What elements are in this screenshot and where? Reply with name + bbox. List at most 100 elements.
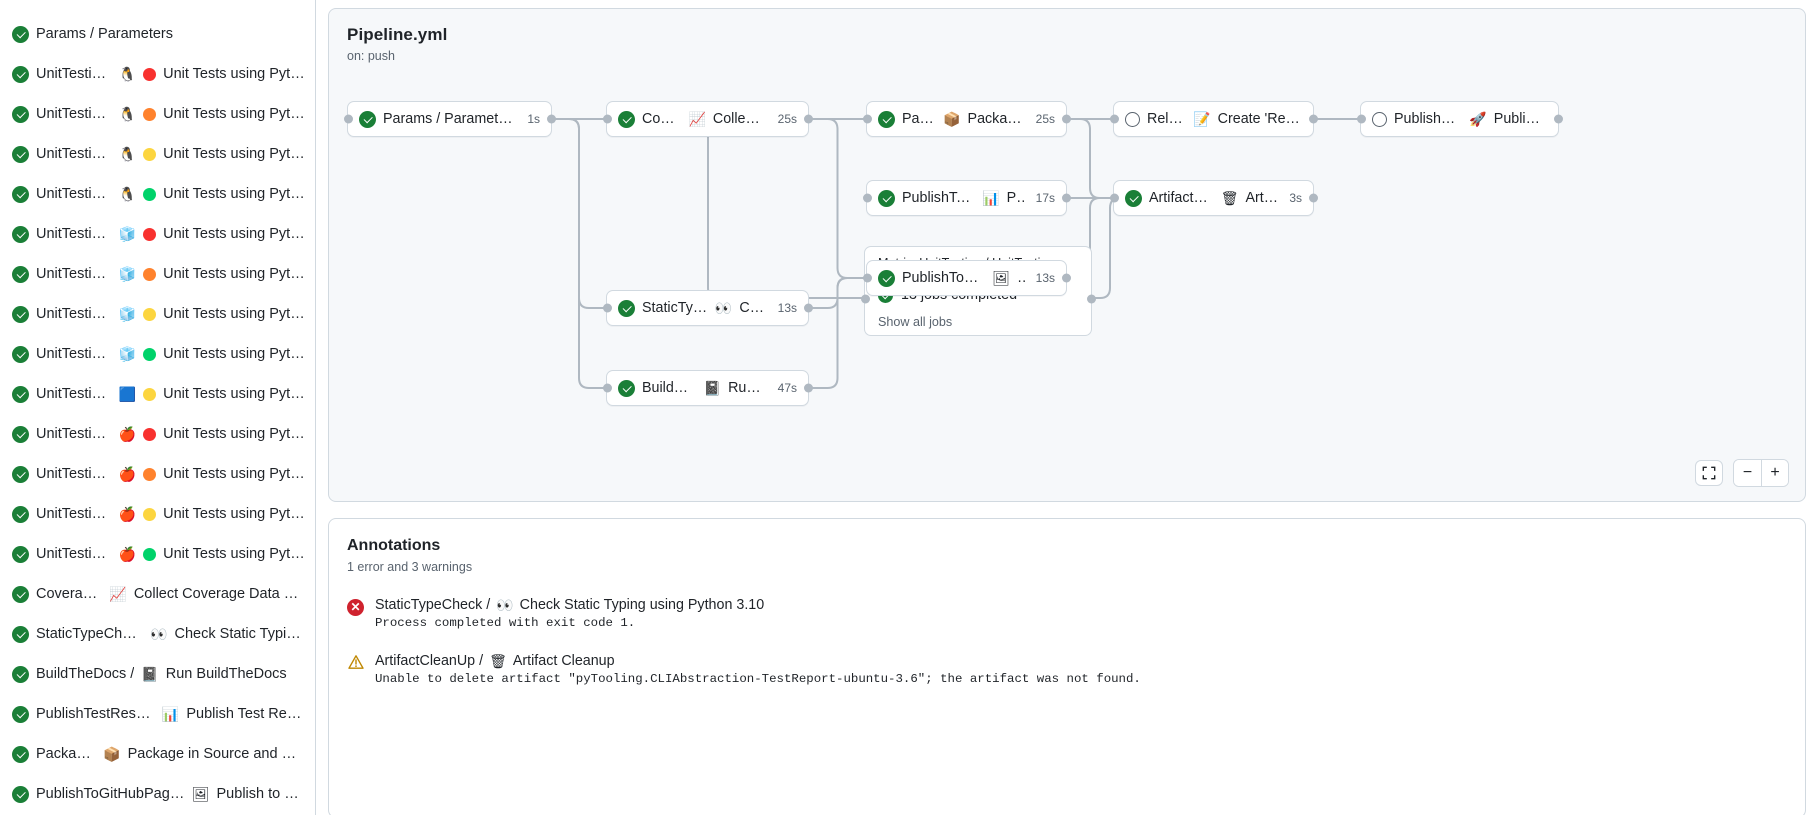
sidebar-item[interactable]: UnitTesting / 🐧Unit Tests using Pyth… xyxy=(0,54,315,94)
green-dot-icon xyxy=(143,547,157,561)
node-step-name: … xyxy=(1017,270,1025,286)
sidebar-item[interactable]: UnitTesting / 🍎Unit Tests using Pyth… xyxy=(0,534,315,574)
node-input-pin xyxy=(862,193,872,203)
annotation-item[interactable]: ✕StaticTypeCheck / 👀Check Static Typing … xyxy=(347,597,1787,630)
annotation-message: Process completed with exit code 1. xyxy=(375,616,636,630)
node-step-name: Package in So… xyxy=(967,111,1025,127)
sidebar-item-label: UnitTesting / xyxy=(36,306,112,322)
node-job-name: Package / xyxy=(902,111,936,127)
sidebar-item[interactable]: UnitTesting / 🐧Unit Tests using Pyth… xyxy=(0,174,315,214)
graph-node-ghpages[interactable]: PublishToGitHubPages / 🖼…13s xyxy=(862,260,1071,296)
annotation-job: StaticTypeCheck / 👀Check Static Typing u… xyxy=(375,597,764,613)
emoji-icon: 📝 xyxy=(1193,111,1211,127)
graph-node-testresults[interactable]: PublishTestResults / 📊Pu…17s xyxy=(862,180,1071,216)
emoji-icon: 👀 xyxy=(714,300,733,316)
orange-dot-icon xyxy=(143,107,157,121)
node-step-name: Artifac… xyxy=(1245,190,1279,206)
sidebar-item[interactable]: UnitTesting / 🧊Unit Tests using Pyth… xyxy=(0,254,315,294)
annotation-step-name: Artifact Cleanup xyxy=(512,653,615,669)
emoji-icon: 🍎 xyxy=(118,506,137,522)
graph-node-pypi[interactable]: PublishOnPyPI / 🚀Publish to … xyxy=(1356,101,1563,137)
emoji-icon: 📓 xyxy=(703,380,722,396)
red-dot-icon xyxy=(143,67,157,81)
node-duration: 13s xyxy=(777,301,797,315)
graph-header: Pipeline.yml on: push xyxy=(329,9,1805,63)
sidebar-item[interactable]: UnitTesting / 🍎Unit Tests using Pyth… xyxy=(0,454,315,494)
zoom-pair[interactable]: − + xyxy=(1733,459,1789,487)
sidebar-item-step: Unit Tests using Pyth… xyxy=(163,66,305,82)
emoji-icon: 📦 xyxy=(943,111,961,127)
success-icon xyxy=(12,745,29,763)
node-duration: 3s xyxy=(1289,191,1302,205)
sidebar-item[interactable]: UnitTesting / 🐧Unit Tests using Pyth… xyxy=(0,134,315,174)
sidebar-item-label: UnitTesting / xyxy=(36,106,112,122)
graph-canvas[interactable]: Matrix: UnitTesting / UnitTesting 13 job… xyxy=(329,9,1805,501)
success-icon xyxy=(12,625,29,643)
sidebar-item-step: Unit Tests using Pyth… xyxy=(163,186,305,202)
node-step-name: Run Buil… xyxy=(728,380,767,396)
node-job-name: PublishTestResults / xyxy=(902,190,976,206)
graph-node-builddocs[interactable]: BuildTheDocs / 📓Run Buil…47s xyxy=(602,370,813,406)
emoji-icon: 🍎 xyxy=(118,546,137,562)
success-icon xyxy=(12,545,29,563)
graph-node-artifact[interactable]: ArtifactCleanUp / 🗑Artifac…3s xyxy=(1109,180,1318,216)
fullscreen-icon[interactable] xyxy=(1695,460,1723,486)
success-icon xyxy=(1125,189,1142,207)
green-dot-icon xyxy=(143,187,157,201)
node-duration: 25s xyxy=(777,112,797,126)
show-all-jobs-link[interactable]: Show all jobs xyxy=(878,315,953,329)
emoji-icon: 📈 xyxy=(109,586,127,602)
annotations-list: ✕StaticTypeCheck / 👀Check Static Typing … xyxy=(347,597,1787,686)
sidebar-item[interactable]: Coverage / 📈Collect Coverage Data usi… xyxy=(0,574,315,614)
success-icon xyxy=(878,269,895,287)
sidebar-item-label: UnitTesting / xyxy=(36,426,112,442)
sidebar-item-label: PublishTestResults / xyxy=(36,706,155,722)
sidebar-item[interactable]: PublishTestResults / 📊Publish Test Resu… xyxy=(0,694,315,734)
success-icon xyxy=(878,189,895,207)
sidebar-item-label: UnitTesting / xyxy=(36,386,112,402)
workflow-graph-card: Pipeline.yml on: push Matrix: UnitTestin… xyxy=(328,8,1806,502)
node-output-pin xyxy=(1308,114,1318,124)
success-icon xyxy=(12,25,29,43)
success-icon xyxy=(618,110,635,128)
graph-node-typecheck[interactable]: StaticTypeCheck / 👀Chec…13s xyxy=(602,290,813,326)
emoji-icon: 🧊 xyxy=(118,306,137,322)
sidebar-item[interactable]: UnitTesting / 🧊Unit Tests using Pyth… xyxy=(0,214,315,254)
annotations-title: Annotations xyxy=(347,537,441,554)
sidebar-item-label: StaticTypeCheck / xyxy=(36,626,144,642)
sidebar-item-step: Unit Tests using Pyth… xyxy=(163,346,305,362)
sidebar-item[interactable]: UnitTesting / 🟦Unit Tests using Pyth… xyxy=(0,374,315,414)
emoji-icon: 🗑 xyxy=(489,653,507,669)
sidebar-item[interactable]: Package / 📦Package in Source and Wh… xyxy=(0,734,315,774)
sidebar-item-step: Publish Test Resu… xyxy=(186,706,305,722)
emoji-icon: 👀 xyxy=(496,597,514,613)
node-step-name: Create 'Release P… xyxy=(1217,111,1302,127)
sidebar-item[interactable]: BuildTheDocs / 📓Run BuildTheDocs xyxy=(0,654,315,694)
annotation-job-name: StaticTypeCheck / xyxy=(375,597,491,613)
sidebar-item-label: PublishToGitHubPages / xyxy=(36,786,185,802)
sidebar-item[interactable]: Params / Parameters xyxy=(0,14,315,54)
sidebar-item-label: UnitTesting / xyxy=(36,466,112,482)
sidebar-item[interactable]: UnitTesting / 🍎Unit Tests using Pyth… xyxy=(0,414,315,454)
yellow-dot-icon xyxy=(143,387,157,401)
graph-node-release[interactable]: Release / 📝Create 'Release P… xyxy=(1109,101,1318,137)
sidebar-item[interactable]: StaticTypeCheck / 👀Check Static Typing… xyxy=(0,614,315,654)
sidebar-item-step: Unit Tests using Pyth… xyxy=(163,506,305,522)
main-content: Pipeline.yml on: push Matrix: UnitTestin… xyxy=(316,0,1818,815)
zoom-out-button[interactable]: − xyxy=(1734,460,1761,486)
sidebar-item[interactable]: UnitTesting / 🧊Unit Tests using Pyth… xyxy=(0,334,315,374)
emoji-icon: 🗑 xyxy=(1220,190,1239,206)
zoom-controls[interactable]: − + xyxy=(1695,459,1789,487)
zoom-in-button[interactable]: + xyxy=(1761,460,1788,486)
sidebar-item[interactable]: UnitTesting / 🧊Unit Tests using Pyth… xyxy=(0,294,315,334)
sidebar-item-step: Package in Source and Wh… xyxy=(127,746,305,762)
sidebar-item[interactable]: UnitTesting / 🍎Unit Tests using Pyth… xyxy=(0,494,315,534)
sidebar-item[interactable]: PublishToGitHubPages / 🖼Publish to G… xyxy=(0,774,315,814)
graph-node-package[interactable]: Package / 📦Package in So…25s xyxy=(862,101,1071,137)
sidebar-item[interactable]: UnitTesting / 🐧Unit Tests using Pyth… xyxy=(0,94,315,134)
node-input-pin xyxy=(343,114,353,124)
graph-node-coverage[interactable]: Coverage / 📈Collect Cove…25s xyxy=(602,101,813,137)
